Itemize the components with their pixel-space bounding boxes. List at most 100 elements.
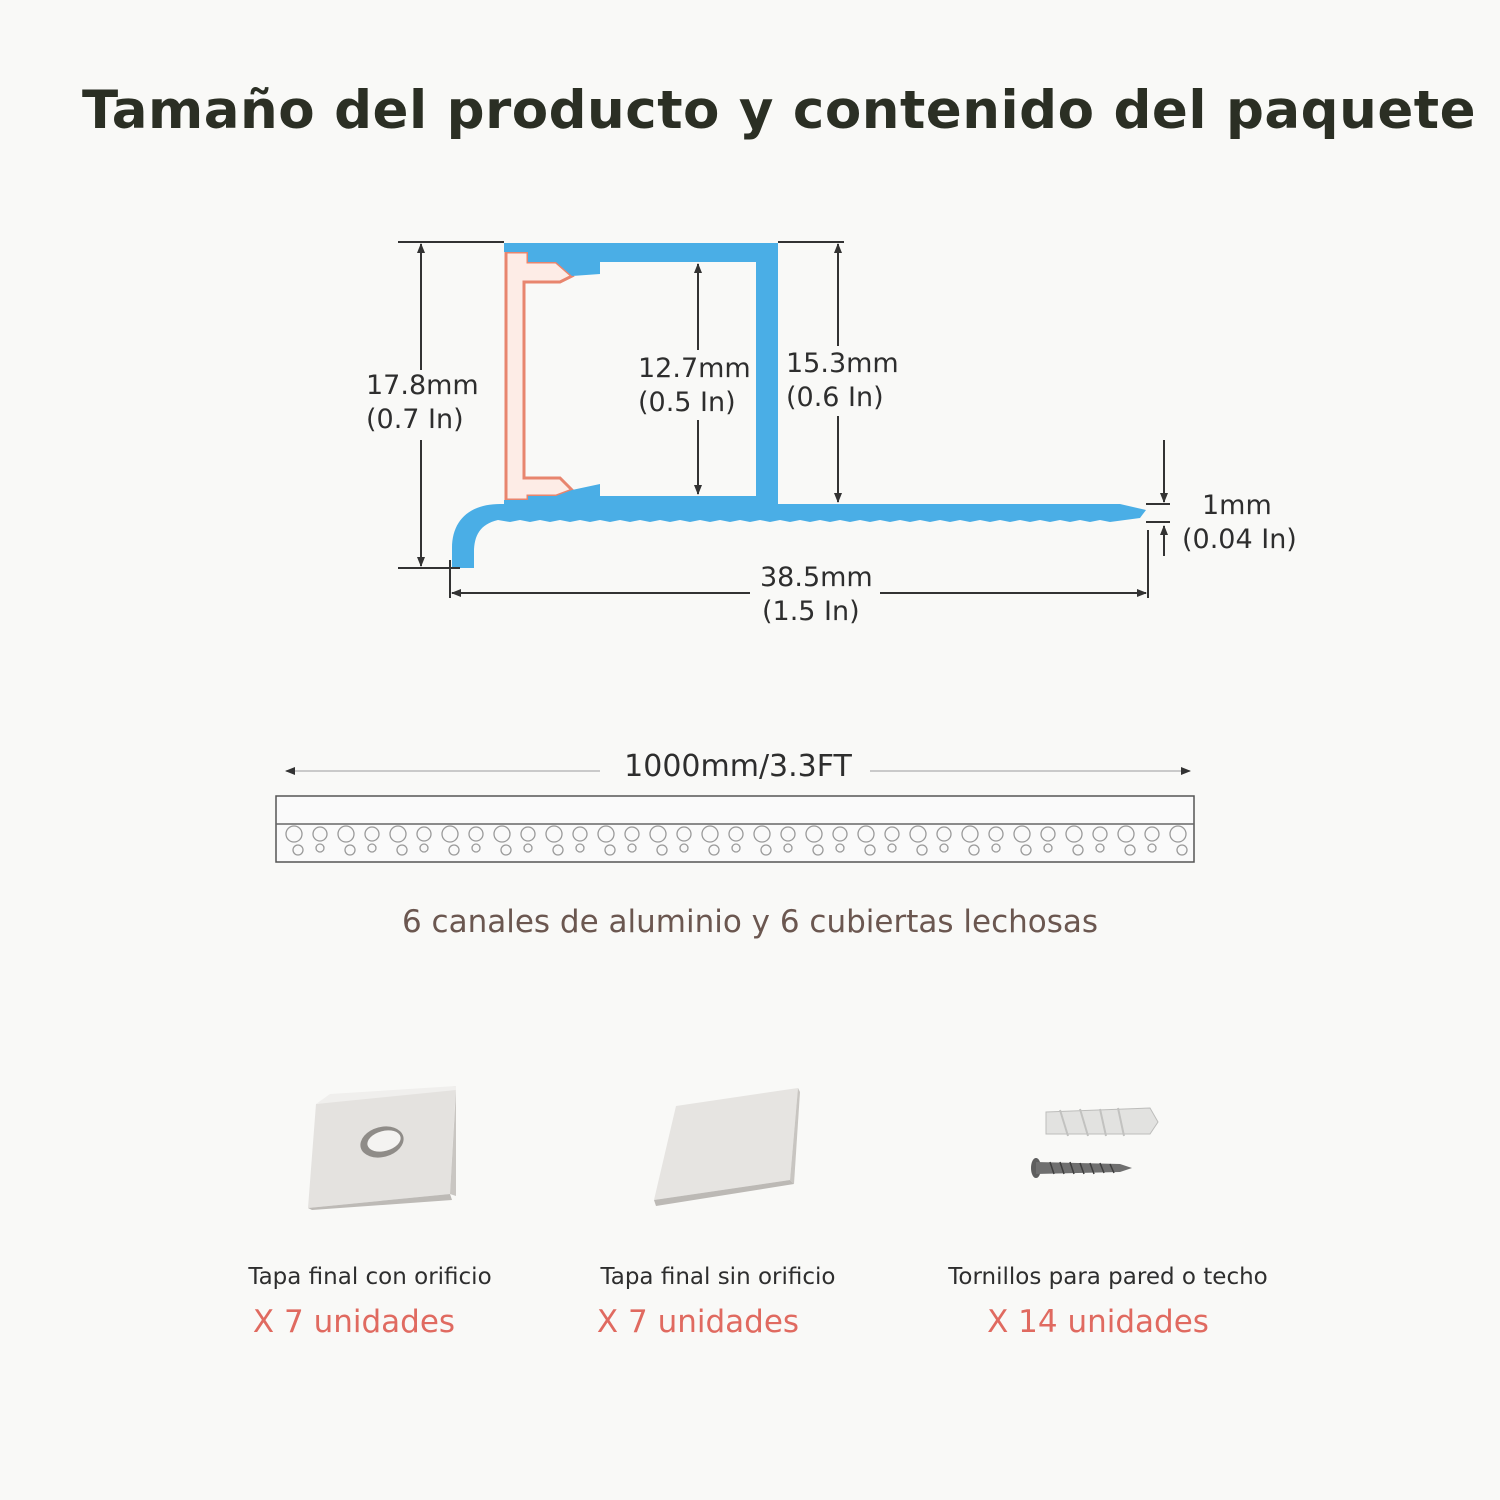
channel-hole: [753, 825, 771, 843]
channel-hole: [364, 826, 380, 842]
screws-and-anchors-image: [1031, 1107, 1159, 1178]
channel-hole: [812, 844, 824, 856]
channel-hole: [676, 826, 692, 842]
channel-hole: [656, 844, 668, 856]
wall-height-in: (0.6 In): [786, 382, 884, 413]
channel-hole: [760, 844, 772, 856]
channel-hole: [887, 843, 897, 853]
channel-hole: [604, 844, 616, 856]
channel-hole: [572, 826, 588, 842]
item-end-cap-with-hole: Tapa final con orificio X 7 unidades: [160, 1264, 580, 1340]
channel-hole: [468, 826, 484, 842]
channel-hole: [389, 825, 407, 843]
channel-hole: [728, 826, 744, 842]
wall-height-mm: 15.3mm: [786, 348, 899, 379]
channel-hole: [1065, 825, 1083, 843]
channel-hole: [624, 826, 640, 842]
channel-hole: [701, 825, 719, 843]
channel-hole: [1124, 844, 1136, 856]
channel-hole: [315, 843, 325, 853]
channel-hole: [627, 843, 637, 853]
channel-hole: [1072, 844, 1084, 856]
channel-hole: [1040, 826, 1056, 842]
channel-hole: [545, 825, 563, 843]
total-height-in: (0.7 In): [366, 404, 464, 435]
channel-hole: [523, 843, 533, 853]
channel-hole: [396, 844, 408, 856]
milky-cover-outline: [504, 250, 575, 502]
channel-hole: [292, 844, 304, 856]
page-title: Tamaño del producto y contenido del paqu…: [81, 80, 1477, 141]
width-mm: 38.5mm: [760, 562, 873, 593]
channel-hole: [520, 826, 536, 842]
end-cap-without-hole-image: [654, 1088, 800, 1206]
inner-height-mm: 12.7mm: [638, 353, 751, 384]
item-label: Tornillos para pared o techo: [948, 1264, 1268, 1290]
channel-hole: [367, 843, 377, 853]
channel-hole: [649, 825, 667, 843]
item-quantity: X 7 unidades: [252, 1304, 456, 1340]
channel-hole: [1147, 843, 1157, 853]
item-screws: Tornillos para pared o techo X 14 unidad…: [898, 1264, 1318, 1340]
channel-hole: [471, 843, 481, 853]
end-cap-with-hole-image: [308, 1086, 456, 1210]
channel-hole: [783, 843, 793, 853]
channel-hole: [884, 826, 900, 842]
package-caption: 6 canales de aluminio y 6 cubiertas lech…: [401, 904, 1099, 940]
channel-hole: [731, 843, 741, 853]
channel-hole: [1020, 844, 1032, 856]
thickness-mm: 1mm: [1202, 490, 1272, 521]
channel-hole: [1095, 843, 1105, 853]
channel-hole: [916, 844, 928, 856]
channel-hole: [448, 844, 460, 856]
channel-hole: [1169, 825, 1187, 843]
channel-hole: [1117, 825, 1135, 843]
channel-hole: [552, 844, 564, 856]
channel-hole: [312, 826, 328, 842]
channel-hole: [575, 843, 585, 853]
channel-hole: [337, 825, 355, 843]
width-in: (1.5 In): [762, 596, 860, 627]
channel-hole: [285, 825, 303, 843]
channel-length-label: 1000mm/3.3FT: [624, 749, 852, 784]
item-label: Tapa final sin orificio: [600, 1264, 836, 1290]
channel-hole: [597, 825, 615, 843]
channel-hole: [493, 825, 511, 843]
channel-hole: [805, 825, 823, 843]
channel-holes: [285, 825, 1188, 856]
channel-hole: [835, 843, 845, 853]
item-quantity: X 7 unidades: [596, 1304, 800, 1340]
aluminum-channel: [275, 795, 1195, 863]
channel-hole: [1176, 844, 1188, 856]
channel-hole: [708, 844, 720, 856]
profile-cross-section: [452, 243, 1146, 568]
channel-hole: [909, 825, 927, 843]
channel-hole: [1013, 825, 1031, 843]
channel-hole: [419, 843, 429, 853]
channel-hole: [1144, 826, 1160, 842]
channel-hole: [1043, 843, 1053, 853]
channel-hole: [991, 843, 1001, 853]
channel-hole: [864, 844, 876, 856]
channel-hole: [344, 844, 356, 856]
channel-hole: [780, 826, 796, 842]
channel-hole: [857, 825, 875, 843]
channel-length-dimension: 1000mm/3.3FT: [285, 749, 1191, 784]
item-end-cap-without-hole: Tapa final sin orificio X 7 unidades: [508, 1264, 928, 1340]
channel-hole: [968, 844, 980, 856]
item-quantity: X 14 unidades: [987, 1304, 1209, 1340]
channel-hole: [441, 825, 459, 843]
channel-hole: [1092, 826, 1108, 842]
item-label: Tapa final con orificio: [248, 1264, 492, 1290]
inner-height-in: (0.5 In): [638, 387, 736, 418]
total-height-mm: 17.8mm: [366, 370, 479, 401]
channel-hole: [416, 826, 432, 842]
channel-hole: [832, 826, 848, 842]
dimension-lines: [398, 241, 1170, 598]
channel-hole: [988, 826, 1004, 842]
channel-hole: [936, 826, 952, 842]
channel-hole: [939, 843, 949, 853]
thickness-in: (0.04 In): [1182, 524, 1297, 555]
channel-hole: [500, 844, 512, 856]
